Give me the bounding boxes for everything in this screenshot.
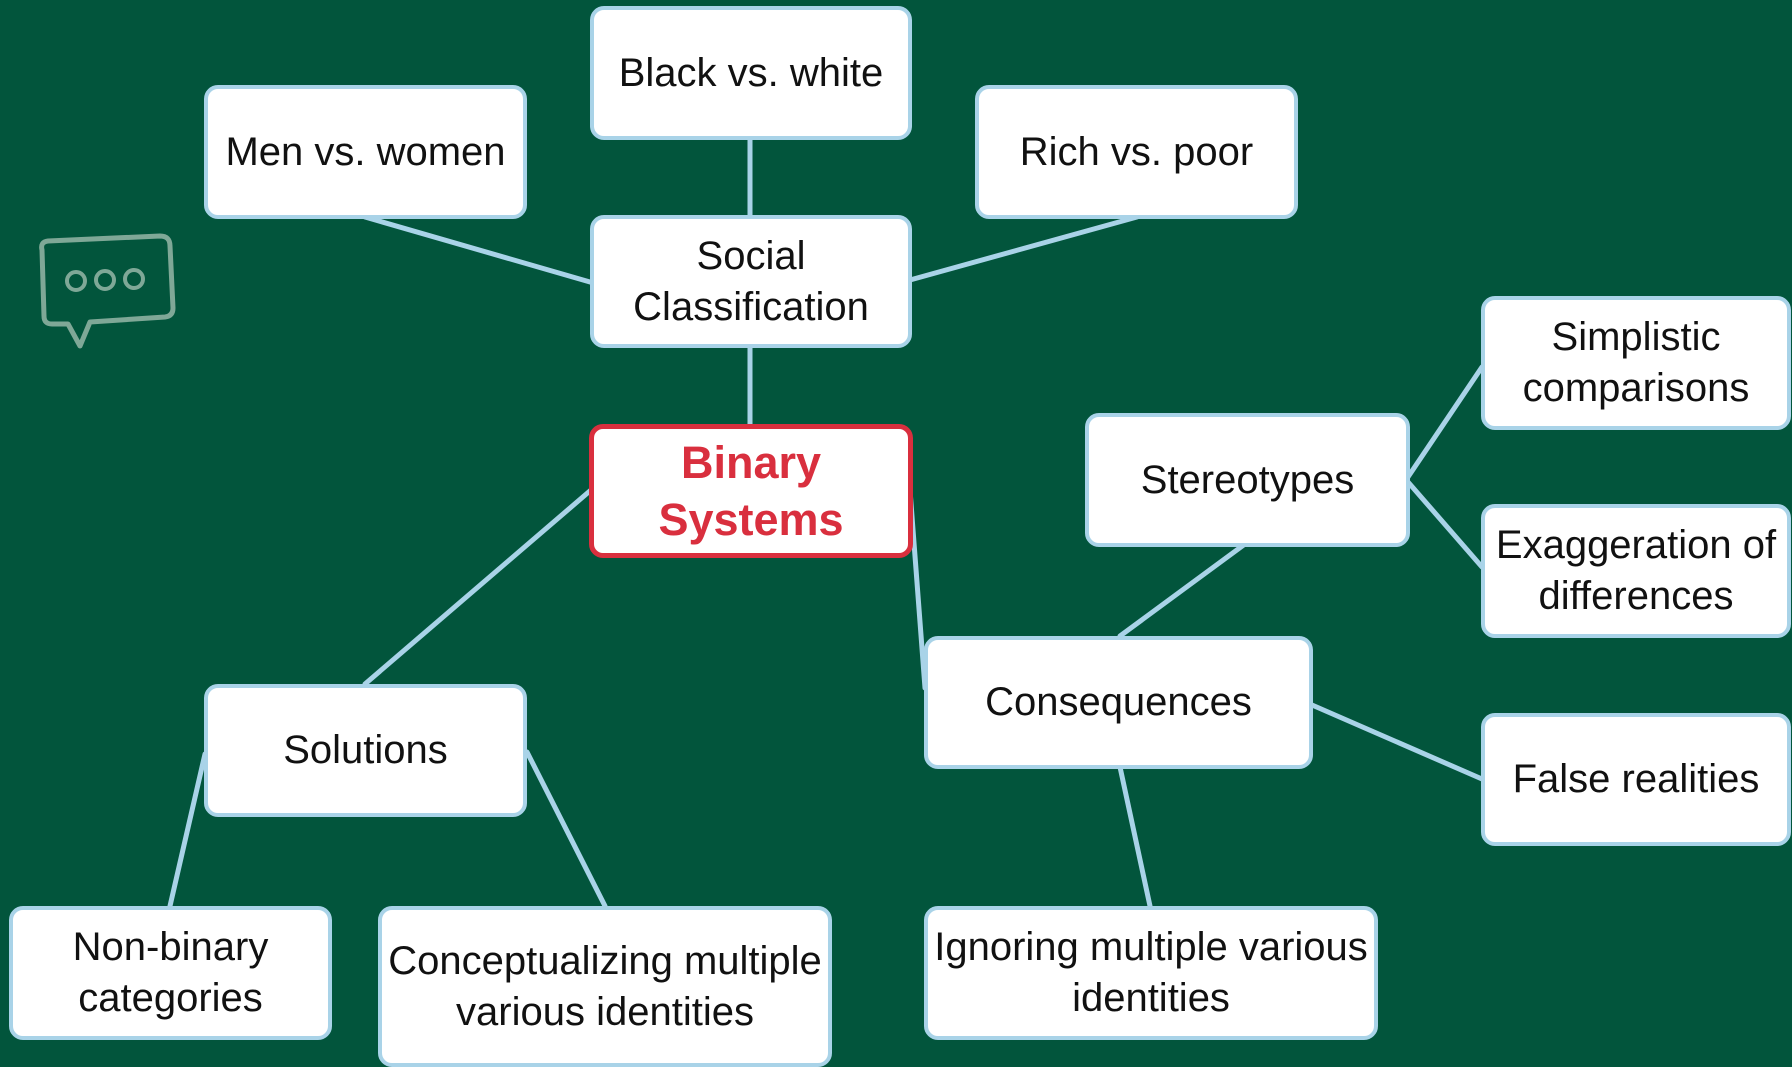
- node-social-classification: Social Classification: [590, 215, 912, 348]
- link-consequences-false-realities: [1309, 702, 1485, 782]
- node-exaggeration-of-differences: Exaggeration of differences: [1481, 504, 1791, 638]
- link-consequences-stereotypes: [1117, 541, 1248, 639]
- link-social-rich-poor: [907, 214, 1140, 283]
- node-black-vs-white: Black vs. white: [590, 6, 912, 140]
- link-stereotypes-exaggeration: [1405, 479, 1485, 570]
- chat-bubble-icon: [39, 233, 176, 349]
- node-non-binary-categories: Non-binary categories: [9, 906, 332, 1040]
- node-binary-systems: Binary Systems: [589, 424, 913, 558]
- node-false-realities: False realities: [1481, 713, 1791, 846]
- node-rich-vs-poor: Rich vs. poor: [975, 85, 1298, 219]
- link-solutions-conceptualizing: [524, 749, 608, 909]
- node-men-vs-women: Men vs. women: [204, 85, 527, 219]
- link-solutions-non-binary: [167, 751, 208, 909]
- node-stereotypes: Stereotypes: [1085, 413, 1410, 547]
- link-consequences-ignoring: [1117, 764, 1153, 909]
- node-simplistic-comparisons: Simplistic comparisons: [1481, 296, 1791, 430]
- node-ignoring-identities: Ignoring multiple various identities: [924, 906, 1378, 1040]
- link-stereotypes-simplistic: [1405, 364, 1485, 480]
- node-consequences: Consequences: [924, 636, 1313, 769]
- link-social-men-women: [362, 214, 593, 285]
- node-conceptualizing-identities: Conceptualizing multiple various identit…: [378, 906, 832, 1067]
- link-root-solutions: [362, 487, 594, 687]
- node-solutions: Solutions: [204, 684, 527, 817]
